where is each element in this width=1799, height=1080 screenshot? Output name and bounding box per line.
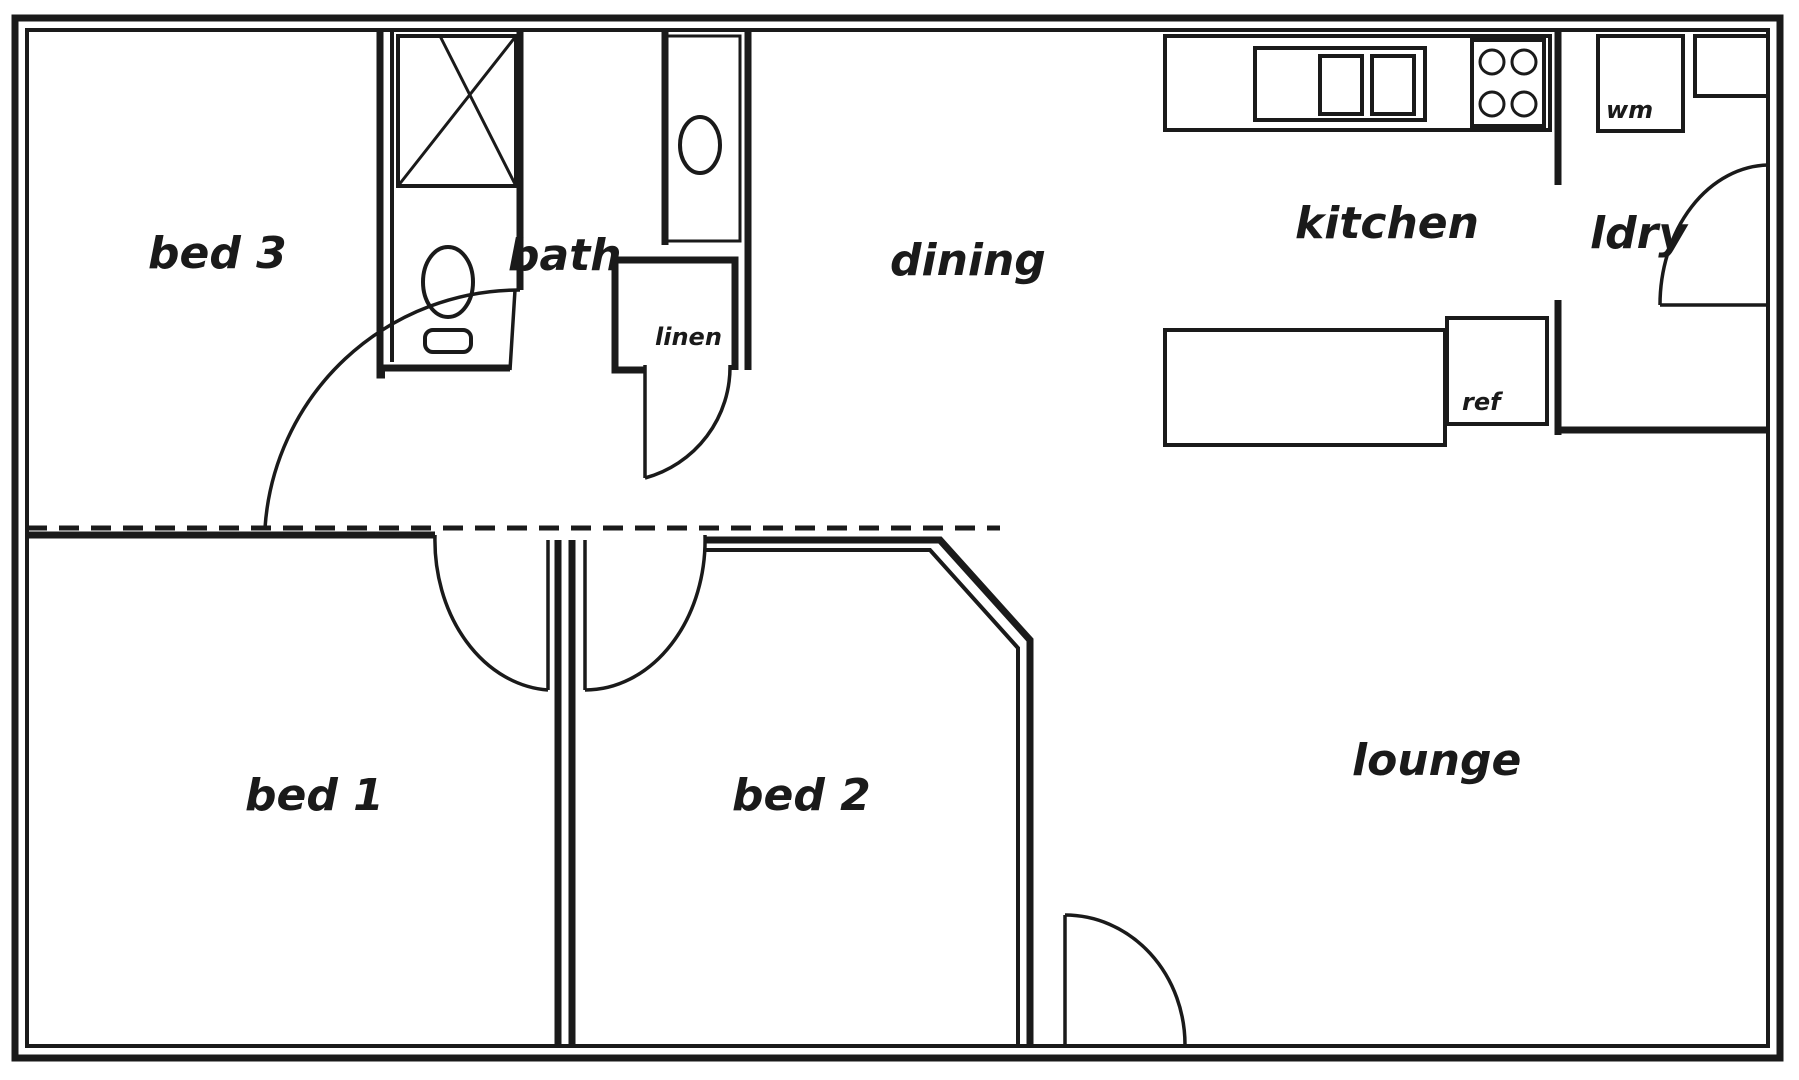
room-label-laundry: ldry (1590, 208, 1689, 259)
room-label-bath: bath (508, 230, 622, 281)
doors (263, 163, 1770, 1047)
toilet-icon (421, 245, 475, 354)
interior-walls (27, 30, 1768, 1046)
washing-machine (1596, 34, 1685, 133)
fixture-label-refrigerator: ref (1462, 388, 1503, 416)
room-label-lounge: lounge (1352, 735, 1521, 786)
refrigerator (1445, 316, 1549, 426)
room-label-kitchen: kitchen (1295, 198, 1479, 249)
laundry-tub (1693, 34, 1770, 98)
room-label-bed1: bed 1 (245, 770, 384, 821)
fixture-label-washing-machine: wm (1606, 96, 1653, 124)
room-label-bed2: bed 2 (732, 770, 871, 821)
cooktop-icon (1470, 38, 1546, 128)
room-label-bed3: bed 3 (148, 228, 287, 279)
shower (396, 34, 518, 188)
room-label-linen: linen (655, 323, 722, 351)
vanity-basin (663, 34, 742, 243)
room-label-dining: dining (890, 235, 1046, 286)
kitchen-island (1163, 328, 1447, 447)
